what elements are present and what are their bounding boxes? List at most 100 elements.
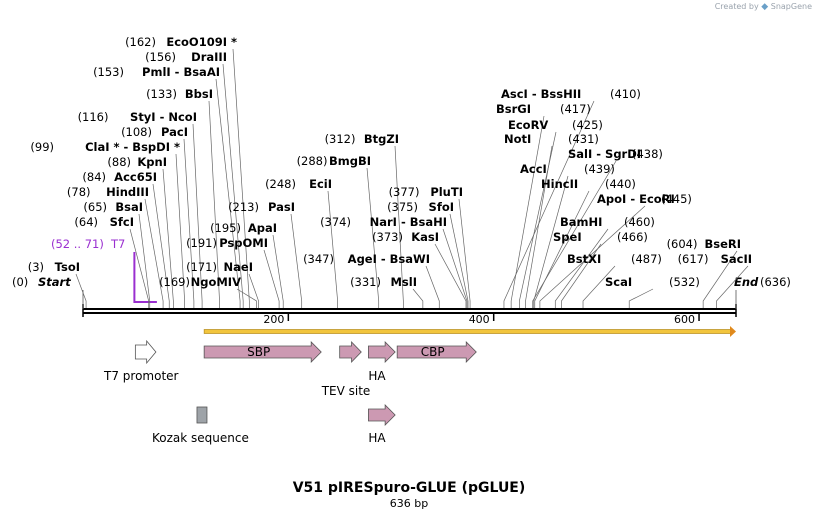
site-connector [449, 213, 469, 308]
site-connector [152, 183, 170, 308]
site-connector [272, 234, 284, 308]
restriction-site-label: SacII [721, 252, 752, 266]
scale-tick-label: 600 [674, 313, 695, 326]
restriction-site-position: (195) [210, 221, 241, 235]
restriction-site-label: Acc65I [114, 170, 157, 184]
snapgene-watermark: Created by ◆ SnapGene [715, 2, 812, 12]
brand-name: SnapGene [770, 2, 812, 11]
restriction-site-label: PasI [268, 200, 295, 214]
plasmid-size: 636 bp [389, 497, 429, 510]
restriction-site-position: (248) [265, 177, 296, 191]
site-connector [183, 138, 195, 308]
site-connector [534, 190, 590, 308]
feature-label: HA [368, 369, 386, 383]
restriction-site-label: NgoMIV [191, 275, 241, 289]
restriction-site-label: PluTI [430, 185, 463, 199]
restriction-site-label: BstXI [567, 252, 601, 266]
restriction-site-label: AccI [520, 162, 547, 176]
restriction-site-label: EcoO109I * [166, 35, 237, 49]
restriction-site-position: (532) [669, 275, 700, 289]
feature-arrow [203, 341, 322, 363]
restriction-site-position: (84) [82, 170, 106, 184]
site-connector [458, 198, 471, 308]
restriction-site-label: KpnI [137, 155, 167, 169]
restriction-site-label: EciI [309, 177, 332, 191]
site-connector [129, 228, 150, 308]
site-connector [144, 198, 164, 308]
restriction-site-position: (88) [107, 155, 131, 169]
site-connector [162, 168, 174, 308]
restriction-site-position: (213) [228, 200, 259, 214]
restriction-site-position: (617) [678, 252, 709, 266]
site-connector [236, 288, 257, 308]
restriction-site-label: StyI - NcoI [130, 110, 197, 124]
site-connector [716, 265, 749, 308]
site-connector [412, 288, 424, 308]
restriction-site-label: PacI [161, 125, 188, 139]
site-connector [582, 265, 616, 308]
site-connector [561, 243, 602, 308]
site-connector [394, 145, 404, 308]
restriction-site-position: (466) [617, 230, 648, 244]
restriction-site-position: (410) [610, 87, 641, 101]
restriction-site-position: (347) [303, 252, 334, 266]
feature-label: Kozak sequence [152, 431, 249, 445]
feature-label: HA [368, 431, 386, 445]
feature-promoter-arrow [134, 339, 157, 365]
feature-label: CBP [421, 345, 445, 359]
feature-label: TEV site [321, 384, 371, 398]
restriction-site-label: NotI [504, 132, 531, 146]
site-connector [425, 265, 440, 308]
snapgene-logo-icon: ◆ [761, 2, 769, 12]
restriction-site-position: (439) [584, 162, 615, 176]
restriction-site-label: BtgZI [364, 132, 399, 146]
restriction-site-label: SfcI [110, 215, 134, 229]
restriction-site-label: BamHI [560, 215, 602, 229]
site-connector [192, 123, 203, 308]
restriction-site-label: BbsI [185, 87, 213, 101]
site-connector [519, 131, 557, 308]
orf-bar [203, 329, 732, 334]
restriction-site-position: (417) [560, 102, 591, 116]
restriction-site-label: ClaI * - BspDI * [85, 140, 180, 154]
start-label: Start [38, 275, 71, 289]
restriction-site-position: (604) [667, 237, 698, 251]
restriction-site-label: MslI [390, 275, 417, 289]
restriction-site-label: ApaI [248, 221, 277, 235]
site-connector [442, 228, 468, 308]
site-connector [138, 213, 151, 308]
feature-arrow [368, 341, 396, 363]
end-label: End [734, 275, 759, 289]
feature-arrow [339, 341, 362, 363]
restriction-site-label: TsoI [55, 260, 80, 274]
feature-arrow [368, 404, 396, 426]
site-connector [533, 175, 569, 308]
restriction-site-label: SfoI [429, 200, 454, 214]
scale-tick-label: 200 [263, 313, 284, 326]
restriction-site-label: SpeI [553, 230, 582, 244]
restriction-site-position: (108) [121, 125, 152, 139]
feature-label: T7 promoter [103, 369, 179, 383]
end-position-label: (636) [760, 275, 791, 289]
brand-prefix: Created by [714, 2, 759, 11]
restriction-site-position: (78) [67, 185, 91, 199]
restriction-site-position: (312) [325, 132, 356, 146]
restriction-site-position: (374) [320, 215, 351, 229]
restriction-site-position: (133) [146, 87, 177, 101]
restriction-site-position: (445) [661, 192, 692, 206]
restriction-site-position: (377) [389, 185, 420, 199]
feature-label: SBP [247, 345, 270, 359]
restriction-site-label: BmgBI [329, 154, 371, 168]
restriction-site-label: ApoI - EcoRI [597, 192, 675, 206]
site-connector [175, 153, 185, 308]
restriction-site-label: BseRI [704, 237, 741, 251]
restriction-site-label: HindIII [106, 185, 149, 199]
site-connector [702, 250, 738, 308]
site-connector [434, 243, 467, 308]
restriction-site-position: (440) [605, 177, 636, 191]
restriction-site-position: (460) [624, 215, 655, 229]
restriction-site-label: BsaI [115, 200, 143, 214]
site-connector [628, 288, 654, 308]
restriction-site-label: PspOMI [219, 236, 268, 250]
primer-name-label: T7 [110, 237, 125, 251]
